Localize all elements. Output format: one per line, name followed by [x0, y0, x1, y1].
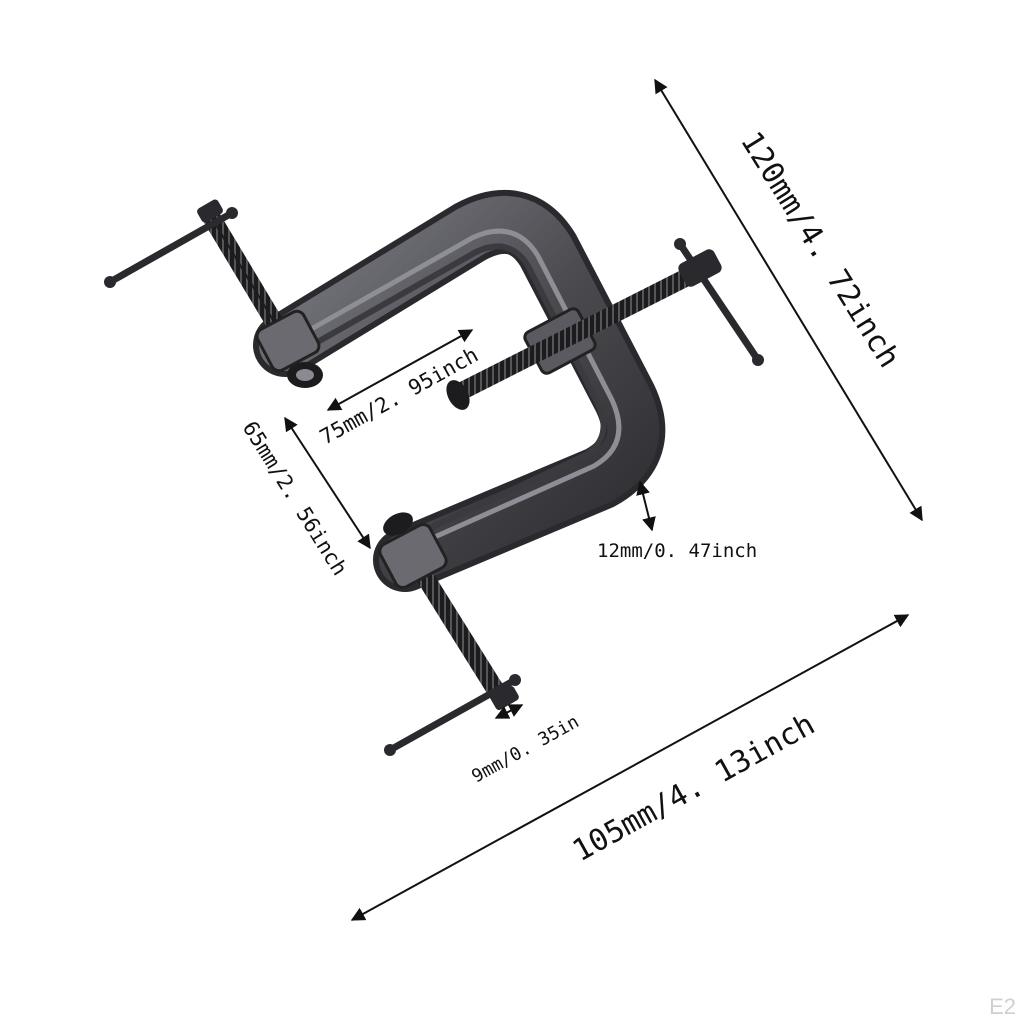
height-dimension-line [654, 78, 923, 522]
clamp-body [104, 189, 764, 756]
top-left-handle [106, 209, 236, 286]
dimension-lines [284, 78, 923, 921]
screw-label: 9mm/0. 35in [468, 711, 582, 787]
opening-dimension-line [284, 416, 371, 550]
top-left-screw [104, 199, 323, 388]
width-dimension-line [350, 614, 910, 921]
thickness-dimension-line [636, 480, 656, 532]
screw-dimension-line [494, 704, 524, 719]
thickness-label: 12mm/0. 47inch [597, 540, 757, 562]
throat-dimension-line [326, 329, 474, 411]
bottom-handle [386, 676, 519, 754]
watermark: E2 [989, 994, 1016, 1019]
